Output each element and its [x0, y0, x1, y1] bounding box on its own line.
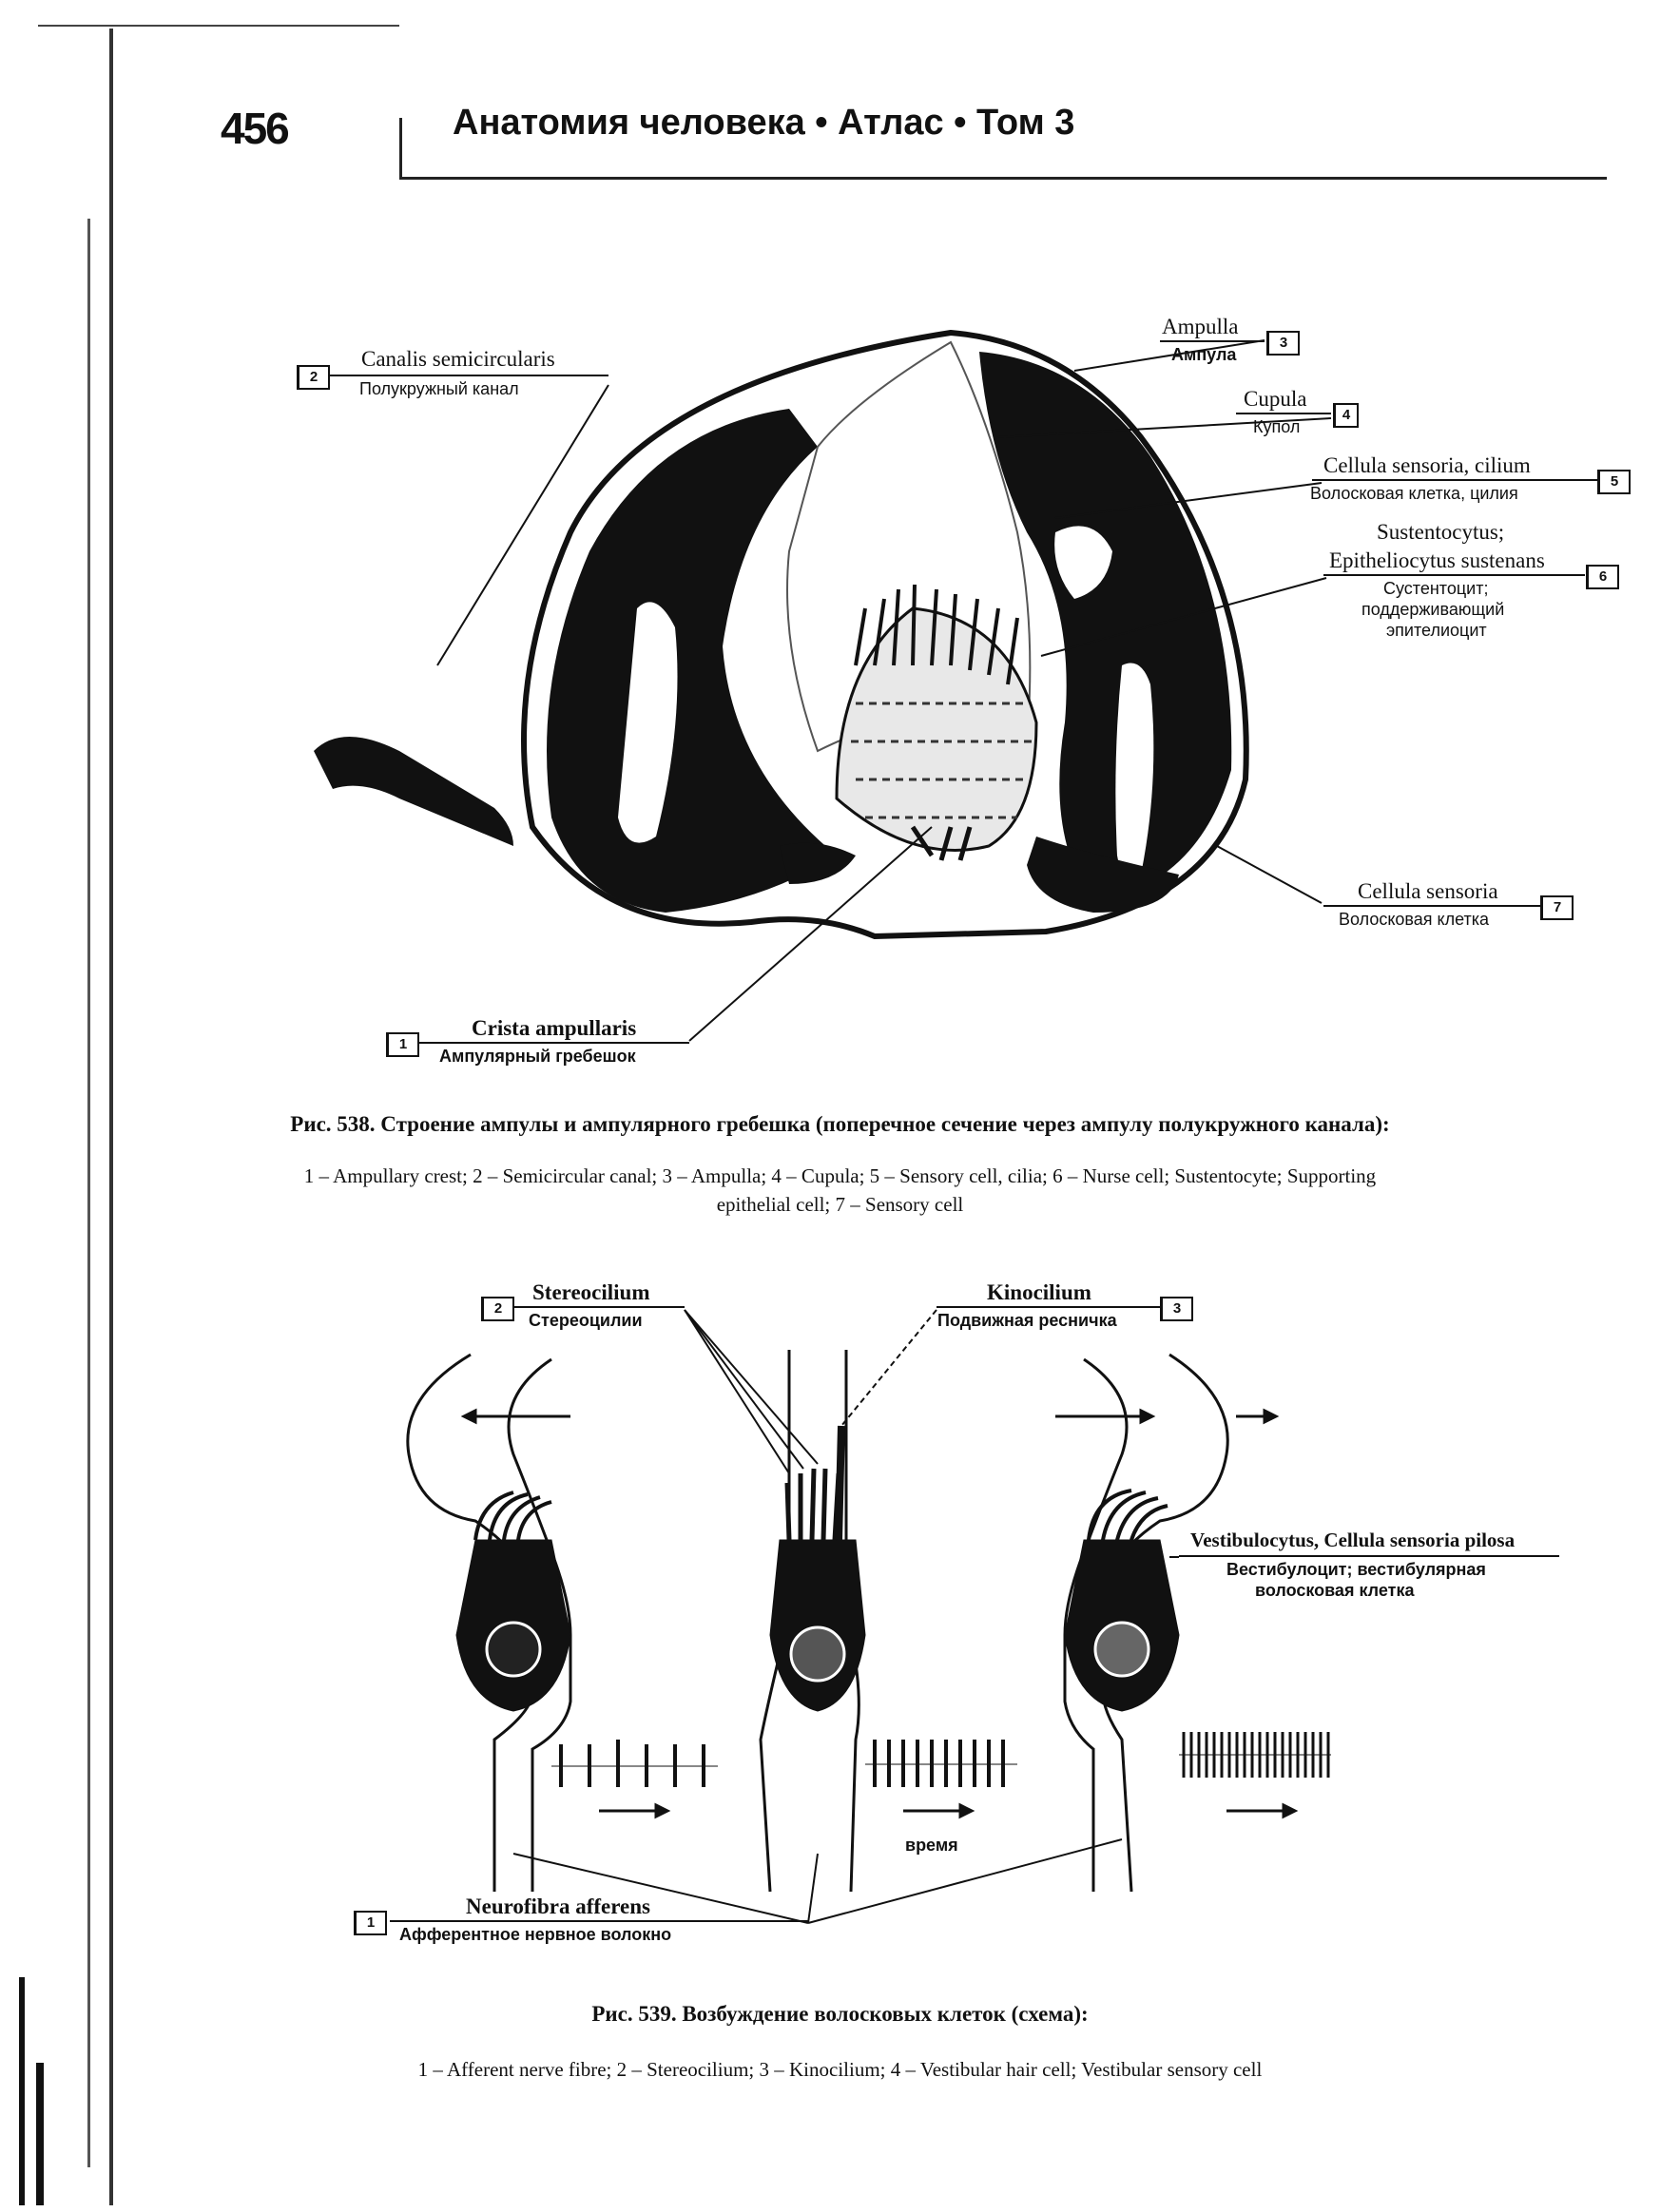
- crista-ampullaris-shape: [835, 584, 1038, 861]
- figure-538-caption-title: Рис. 538. Строение ампулы и ампулярного …: [290, 1112, 1390, 1136]
- semicircular-canal-shape: [314, 737, 513, 846]
- spike-train-fast: [1179, 1732, 1331, 1778]
- ampulla-base-dark: [1027, 837, 1179, 913]
- label-canalis-latin: Canalis semicircularis: [361, 347, 555, 371]
- scan-edge-bottom-2: [36, 2063, 44, 2205]
- leader-neurofibra-2: [807, 1853, 819, 1924]
- page-header-title: Анатомия человека • Атлас • Том 3: [453, 103, 1075, 143]
- left-white-channel: [618, 602, 678, 843]
- label-neurofibra-latin: Neurofibra afferens: [466, 1895, 650, 1918]
- label-ampulla-rule: [1160, 340, 1265, 342]
- label-sustentocytus-russian-2: поддерживающий: [1361, 600, 1505, 619]
- leader-neurofibra-3: [807, 1838, 1123, 1924]
- label-vestibulocytus-russian-2: волосковая клетка: [1255, 1581, 1415, 1600]
- label-vestibulocytus-russian-1: Вестибулоцит; вестибулярная: [1226, 1560, 1486, 1579]
- hair-cell-left: [406, 1353, 572, 1892]
- label-sustentocytus-rule: [1323, 574, 1585, 576]
- label-stereocilium-rule: [513, 1306, 685, 1308]
- label-ampulla-russian: Ампула: [1171, 345, 1237, 364]
- leader-stereocilium-1: [684, 1309, 790, 1474]
- label-sustentocytus-latin-2: Epitheliocytus sustenans: [1329, 548, 1545, 572]
- leader-cilium: [1054, 482, 1323, 519]
- scan-edge-bottom: [19, 1977, 25, 2205]
- spike-train-slow: [551, 1740, 718, 1787]
- label-crista-rule: [418, 1042, 689, 1044]
- label-cilium-latin: Cellula sensoria, cilium: [1323, 453, 1531, 477]
- arrows: [460, 1408, 1299, 1819]
- header-rule: [399, 177, 1607, 180]
- label-cilium-russian: Волосковая клетка, цилия: [1310, 484, 1518, 503]
- label-neurofibra-number: 1: [354, 1911, 387, 1935]
- scan-edge-left-2: [87, 219, 90, 2167]
- label-cupula-russian: Купол: [1253, 417, 1301, 436]
- hair-cell-center: [759, 1350, 866, 1893]
- label-ampulla-number: 3: [1266, 331, 1300, 356]
- label-neurofibra-rule: [390, 1920, 808, 1922]
- leader-canalis: [436, 384, 609, 666]
- label-cellula-russian: Волосковая клетка: [1339, 910, 1490, 929]
- label-stereocilium-russian: Стереоцилии: [529, 1311, 643, 1330]
- page-number: 456: [221, 104, 290, 153]
- label-cilium-rule: [1312, 479, 1597, 481]
- figure-538-caption-line-1: 1 – Ampullary crest; 2 – Semicircular ca…: [303, 1164, 1377, 1187]
- label-canalis-rule: [323, 375, 608, 376]
- left-dark-region: [547, 409, 837, 913]
- label-kinocilium-number: 3: [1160, 1297, 1193, 1321]
- label-sustentocytus-russian-3: эпителиоцит: [1386, 621, 1487, 640]
- label-kinocilium-latin: Kinocilium: [987, 1280, 1091, 1304]
- leader-neurofibra-1: [512, 1853, 809, 1924]
- label-cupula-latin: Cupula: [1244, 387, 1307, 411]
- leader-cupula: [997, 417, 1332, 438]
- ampulla-base-dark-left: [780, 842, 856, 884]
- label-kinocilium-rule: [937, 1306, 1160, 1308]
- label-vestibulocytus-latin: Vestibulocytus, Cellula sensoria pilosa: [1190, 1529, 1516, 1551]
- right-white-patch: [1054, 526, 1112, 599]
- right-dark-region: [979, 352, 1232, 903]
- leader-crista: [688, 826, 933, 1042]
- label-crista-latin: Crista ampullaris: [472, 1016, 637, 1040]
- label-crista-number: 1: [386, 1032, 419, 1057]
- figure-539-caption-line-1: 1 – Afferent nerve fibre; 2 – Stereocili…: [417, 2058, 1263, 2081]
- hair-cell-right: [1063, 1353, 1229, 1893]
- label-time: время: [905, 1836, 958, 1855]
- label-cellula-rule: [1323, 905, 1540, 907]
- leader-stereocilium-3: [684, 1309, 819, 1465]
- label-stereocilium-latin: Stereocilium: [532, 1280, 650, 1304]
- label-crista-russian: Ампулярный гребешок: [439, 1047, 636, 1066]
- label-cupula-number: 4: [1333, 403, 1359, 428]
- figure-538-caption-line-2: epithelial cell; 7 – Sensory cell: [716, 1193, 964, 1216]
- label-cellula-number: 7: [1540, 895, 1574, 920]
- label-cupula-rule: [1236, 413, 1331, 414]
- label-cilium-number: 5: [1597, 470, 1631, 494]
- leader-stereocilium-2: [684, 1309, 804, 1470]
- label-vestibulocytus-rule: [1179, 1555, 1559, 1557]
- right-white-channel: [1115, 663, 1154, 877]
- header-rule-vertical: [399, 118, 402, 179]
- label-sustentocytus-russian-1: Сустентоцит;: [1383, 579, 1489, 598]
- leader-sustentocytus: [1040, 577, 1327, 657]
- leader-cellula: [1216, 845, 1323, 904]
- scan-edge-top: [38, 25, 399, 27]
- scan-edge-left: [109, 29, 113, 2205]
- label-canalis-russian: Полукружный канал: [359, 379, 519, 398]
- leader-kinocilium: [840, 1309, 937, 1427]
- label-cellula-latin: Cellula sensoria: [1358, 879, 1498, 903]
- label-stereocilium-number: 2: [481, 1297, 514, 1321]
- figure-539-caption-title: Рис. 539. Возбуждение волосковых клеток …: [591, 2002, 1089, 2026]
- label-sustentocytus-number: 6: [1586, 565, 1619, 589]
- label-ampulla-latin: Ampulla: [1162, 315, 1239, 338]
- spike-train-medium: [865, 1740, 1017, 1787]
- leader-ampulla: [1073, 339, 1265, 372]
- label-canalis-number: 2: [297, 365, 330, 390]
- label-kinocilium-russian: Подвижная ресничка: [937, 1311, 1117, 1330]
- label-neurofibra-russian: Афферентное нервное волокно: [399, 1925, 672, 1944]
- label-sustentocytus-latin-1: Sustentocytus;: [1377, 520, 1505, 544]
